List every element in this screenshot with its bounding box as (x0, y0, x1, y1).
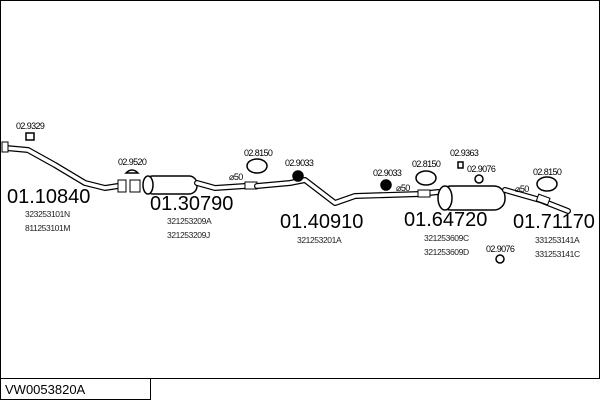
bolt-icon (457, 161, 464, 169)
gasket-icon (25, 132, 35, 141)
diameter-label: ⌀50 (229, 172, 243, 182)
assembly-code: 01.30790 (150, 193, 233, 215)
ring-icon (495, 254, 505, 264)
fitting-label: 02.9363 (450, 148, 479, 158)
rubber-mount-icon (292, 170, 304, 182)
oem-number: 321253209J (167, 230, 210, 240)
fitting-label: 02.9329 (16, 121, 45, 131)
oem-number: 323253101N (25, 209, 70, 219)
assembly-code: 01.64720 (404, 209, 487, 231)
front-pipe (1, 141, 127, 193)
fitting-label: 02.9076 (467, 164, 496, 174)
hanger-icon (536, 176, 558, 192)
oem-number: 321253201A (297, 235, 342, 245)
fitting-label: 02.9076 (486, 244, 515, 254)
rear-silencer (437, 185, 571, 214)
intermediate-pipe (254, 177, 441, 206)
middle-silencer (129, 175, 258, 195)
oem-number: 811253101M (25, 223, 70, 233)
fitting-label: 02.9520 (118, 157, 147, 167)
fitting-label: 02.8150 (244, 148, 273, 158)
diameter-label: ⌀50 (515, 184, 529, 194)
oem-number: 331253141A (535, 235, 580, 245)
assembly-code: 01.10840 (7, 186, 90, 208)
fitting-label: 02.8150 (533, 167, 562, 177)
clamp-icon (124, 169, 140, 174)
oem-number: 321253209A (167, 216, 212, 226)
hanger-icon (246, 158, 268, 174)
fitting-icons (25, 132, 558, 264)
fitting-label: 02.9033 (285, 158, 314, 168)
oem-number: 331253141C (535, 249, 580, 259)
hanger-icon (415, 170, 437, 186)
fitting-label: 02.8150 (412, 159, 441, 169)
assembly-code: 01.71170 (513, 211, 595, 233)
rubber-mount-icon (380, 179, 392, 191)
ring-icon (474, 174, 484, 184)
fitting-label: 02.9033 (373, 168, 402, 178)
oem-number: 321253609D (424, 247, 469, 257)
assembly-code: 01.40910 (280, 211, 363, 233)
reference-code: VW0053820A (5, 382, 86, 397)
oem-number: 321253609C (424, 233, 469, 243)
diameter-label: ⌀50 (396, 183, 410, 193)
